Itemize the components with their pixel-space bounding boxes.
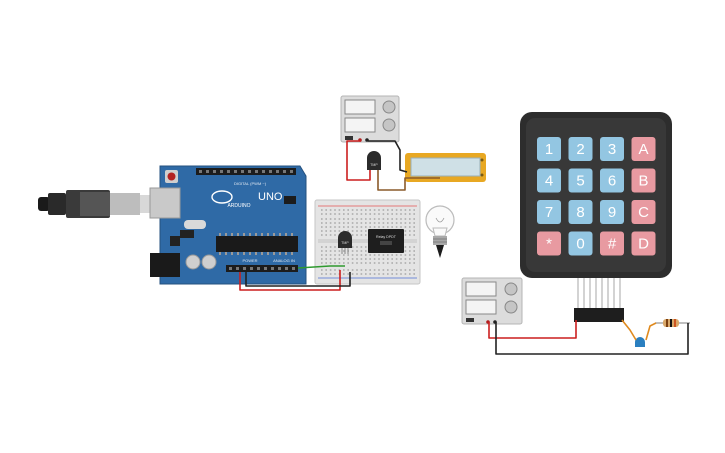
power-pins-label: POWER	[242, 258, 257, 263]
keypad-key-label: C	[638, 204, 649, 221]
keypad-key-label: A	[638, 141, 648, 158]
keypad-key-2[interactable]: 2	[568, 137, 593, 161]
sensor-label: TMP	[341, 241, 349, 245]
lcd-display[interactable]	[405, 153, 486, 182]
keypad-key-1[interactable]: 1	[537, 137, 561, 161]
keypad-key-6[interactable]: 6	[600, 168, 624, 193]
keypad-key-9[interactable]: 9	[600, 200, 624, 224]
keypad-key-4[interactable]: 4	[537, 168, 561, 193]
keypad-key-7[interactable]: 7	[537, 200, 561, 224]
arduino-brand-label: ARDUINO	[227, 203, 250, 209]
usb-cable[interactable]	[38, 190, 156, 218]
keypad-key-label: 5	[576, 173, 584, 190]
keypad-connector	[574, 278, 624, 322]
keypad-key-B[interactable]: B	[631, 168, 656, 193]
relay-label: Relay DPDT	[376, 235, 397, 239]
resistor[interactable]	[655, 319, 690, 327]
keypad-key-label: 8	[576, 204, 584, 221]
breadboard[interactable]	[314, 199, 421, 285]
temperature-sensor[interactable]: TMP	[338, 231, 352, 254]
relay[interactable]: Relay DPDT	[368, 229, 404, 253]
keypad-key-A[interactable]: A	[631, 137, 656, 161]
arduino-model-label: UNO	[258, 191, 283, 203]
keypad-key-label: #	[608, 236, 617, 253]
light-bulb[interactable]	[425, 205, 455, 258]
analog-pins-label: ANALOG IN	[273, 258, 295, 263]
keypad-key-5[interactable]: 5	[568, 168, 593, 193]
power-supply-bottom[interactable]	[461, 277, 523, 325]
keypad-key-0[interactable]: 0	[568, 231, 593, 256]
wires	[239, 140, 689, 355]
keypad-key-D[interactable]: D	[631, 231, 656, 256]
keypad-key-*[interactable]: *	[537, 231, 561, 256]
keypad-key-C[interactable]: C	[631, 200, 656, 224]
power-supply-top[interactable]	[340, 95, 400, 143]
keypad-key-3[interactable]: 3	[600, 137, 624, 161]
transistor-label: TMP	[370, 163, 378, 167]
keypad-key-label: D	[638, 236, 649, 253]
keypad-key-label: 0	[576, 236, 584, 253]
keypad-key-label: 6	[608, 173, 616, 190]
keypad-key-label: 2	[576, 141, 584, 158]
digital-pins-label: DIGITAL (PWM ~)	[234, 181, 267, 186]
keypad-key-label: 3	[608, 141, 616, 158]
keypad-key-label: 7	[545, 204, 553, 221]
arduino-uno-board[interactable]: DIGITAL (PWM ~) ARDUINO UNO POWER ANALOG	[149, 165, 307, 285]
led[interactable]	[635, 337, 645, 347]
keypad-key-8[interactable]: 8	[568, 200, 593, 224]
atmega-chip	[216, 236, 298, 252]
keypad-key-label: *	[546, 236, 552, 253]
keypad-key-label: 1	[545, 141, 553, 158]
keypad-key-label: 9	[608, 204, 616, 221]
keypad-key-label: B	[638, 173, 648, 190]
keypad-key-#[interactable]: #	[600, 231, 624, 256]
transistor[interactable]: TMP	[367, 151, 381, 170]
keypad-key-label: 4	[545, 173, 553, 190]
